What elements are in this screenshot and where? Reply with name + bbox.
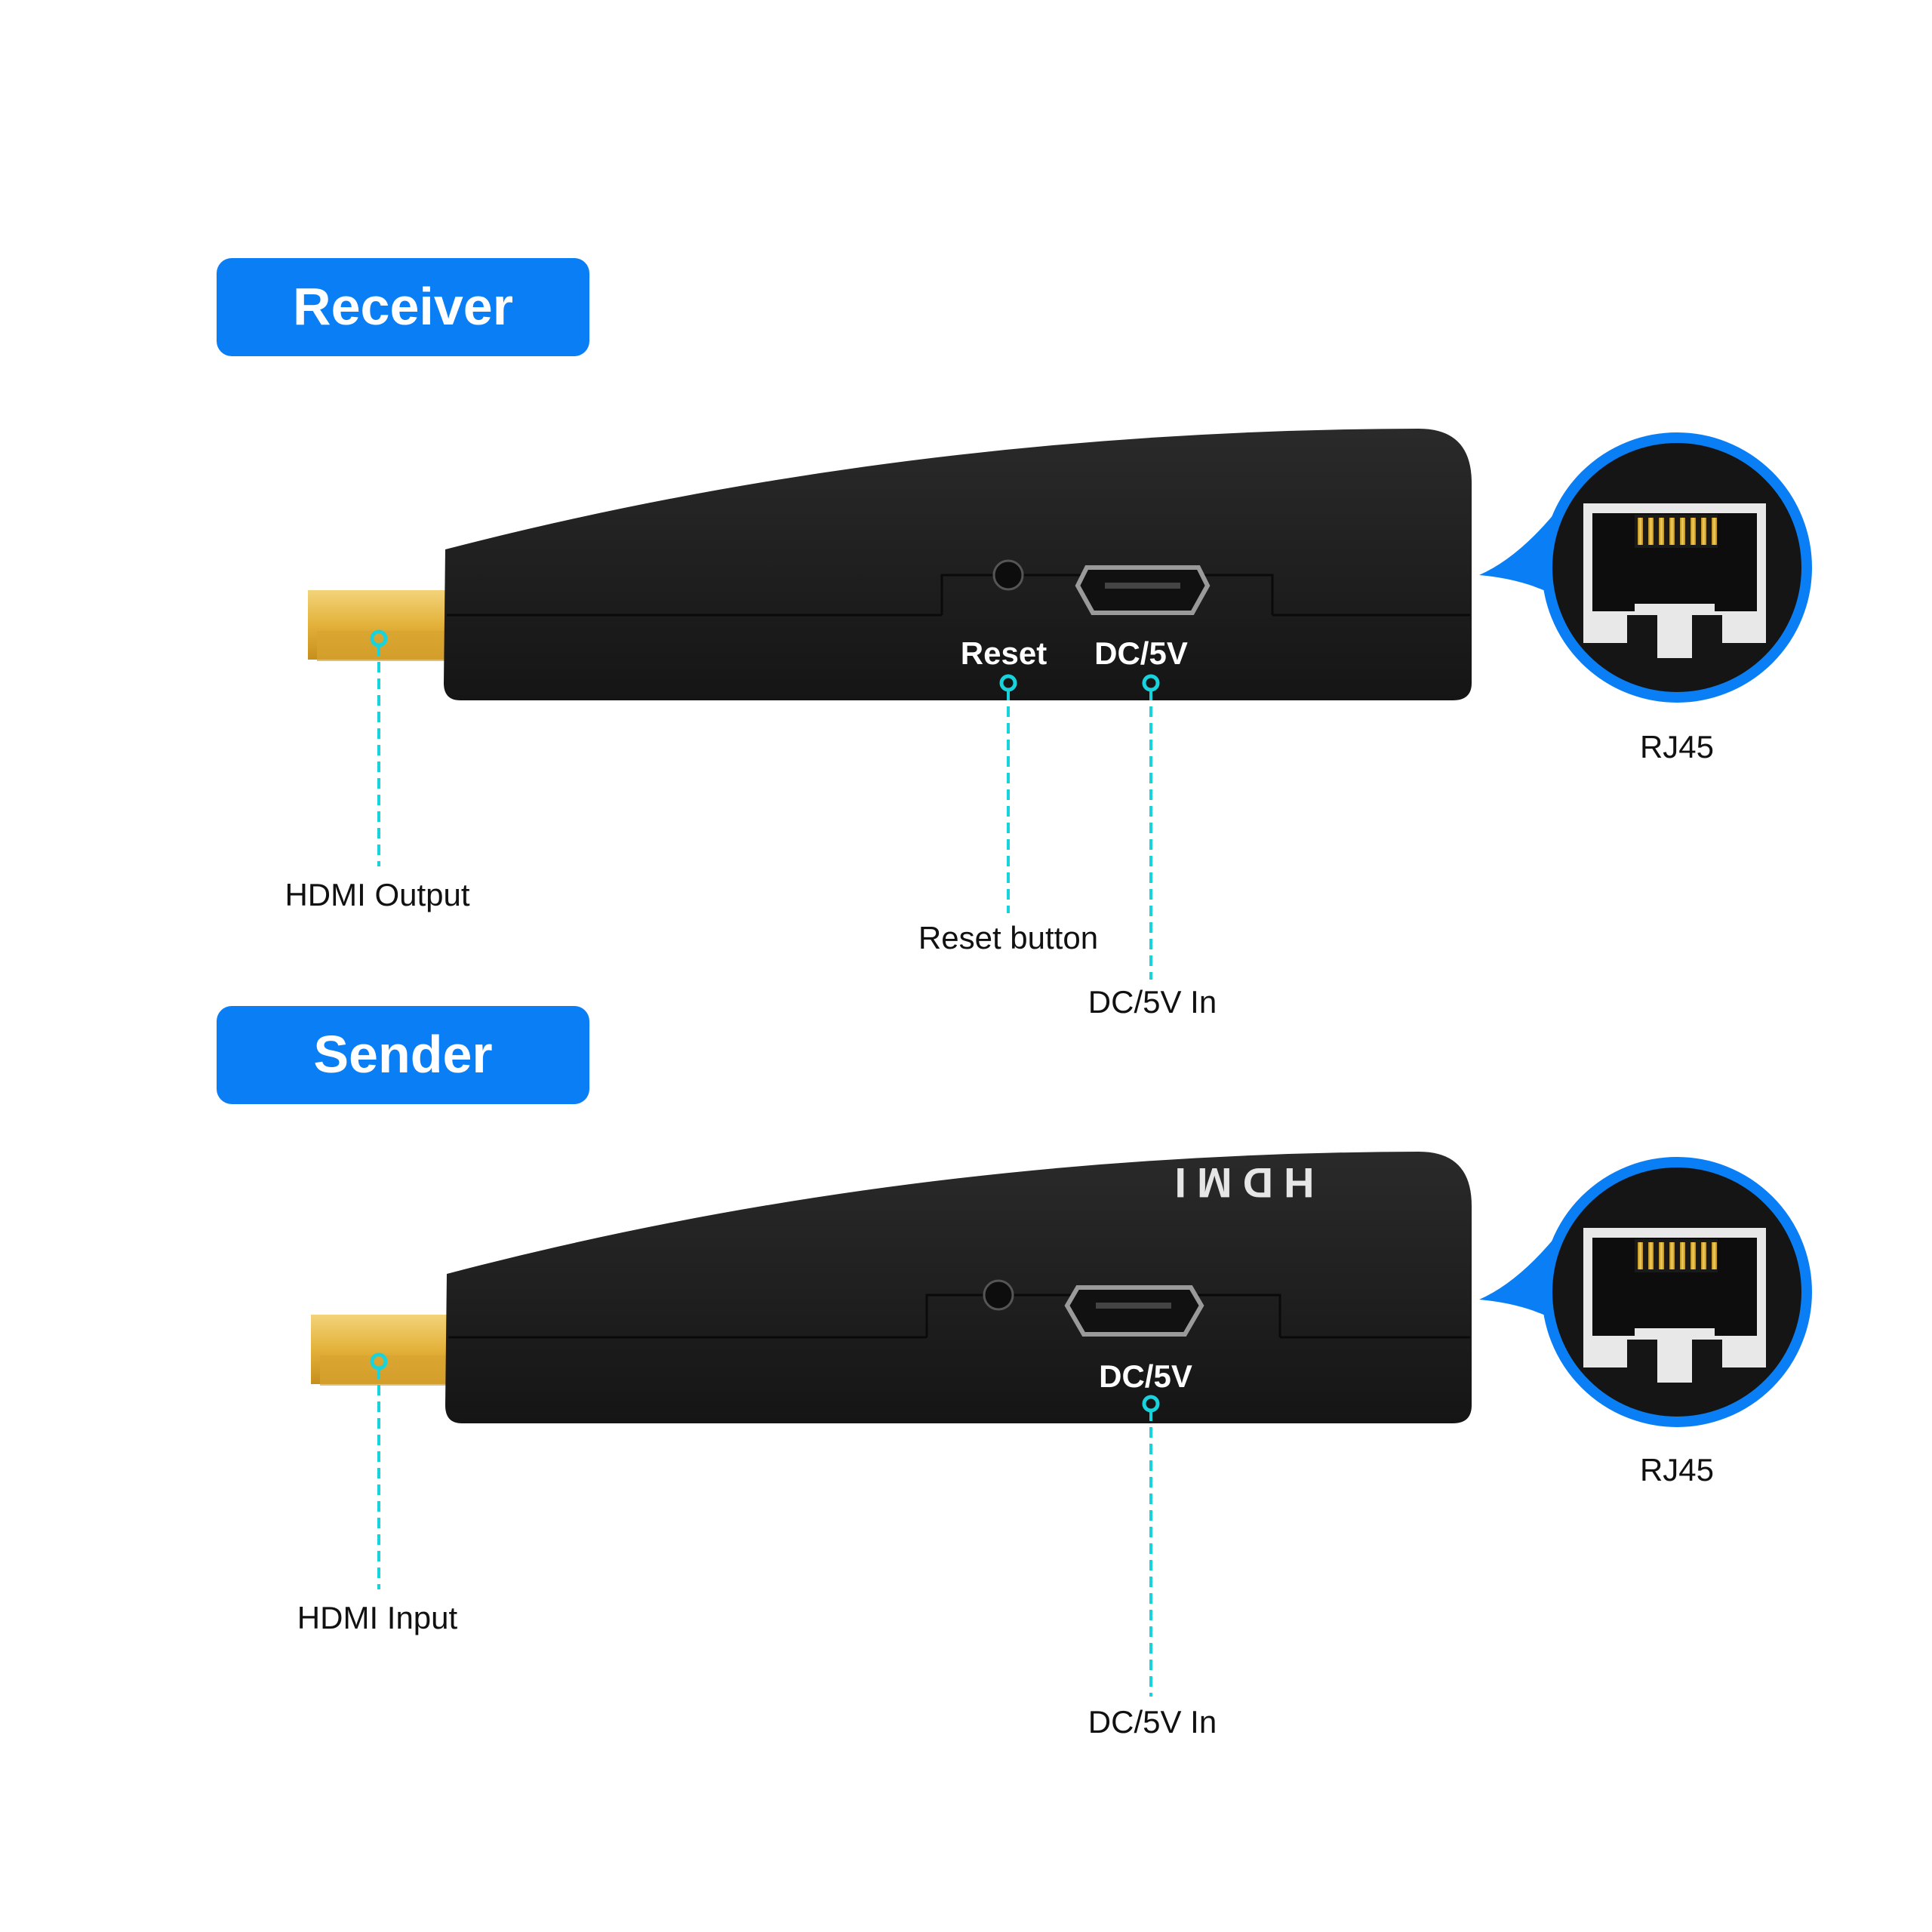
- rj45-jack-icon: [1583, 503, 1766, 658]
- receiver-title: Receiver: [293, 277, 513, 336]
- sender-title: Sender: [313, 1025, 492, 1084]
- receiver-reset-button-label: Reset button: [918, 920, 1098, 955]
- receiver-dc-in-label: DC/5V In: [1088, 984, 1217, 1020]
- receiver-hdmi-callout-line: [370, 629, 388, 866]
- micro-usb-port-icon: [1064, 1285, 1204, 1337]
- receiver-title-pill: [217, 258, 589, 356]
- reset-hole-icon: [992, 559, 1024, 591]
- hdmi-plug-icon: [308, 590, 445, 661]
- sender-dc-port-label: DC/5V: [1099, 1358, 1192, 1394]
- receiver-reset-callout-line: [999, 674, 1017, 913]
- sender-rj45-zoom: [1479, 1157, 1812, 1427]
- receiver-dc-callout-line: [1142, 674, 1160, 980]
- sender-dc-callout-line: [1142, 1395, 1160, 1697]
- sender-rj45-label: RJ45: [1640, 1452, 1714, 1487]
- sender-body: [445, 1152, 1472, 1423]
- micro-usb-port-icon: [1075, 565, 1211, 615]
- sender-hdmi-callout-line: [370, 1352, 388, 1589]
- receiver-body: [444, 429, 1472, 700]
- sender-hdmi-input-label: HDMI Input: [297, 1600, 458, 1635]
- receiver-rj45-label: RJ45: [1640, 729, 1714, 764]
- receiver-reset-port-label: Reset: [961, 635, 1047, 671]
- receiver-hdmi-output-label: HDMI Output: [285, 877, 469, 912]
- receiver-section: Receiver Reset DC/5V HDMI Output: [217, 258, 1812, 1020]
- receiver-dc-port-label: DC/5V: [1094, 635, 1188, 671]
- rj45-jack-icon: [1583, 1228, 1766, 1383]
- receiver-rj45-zoom: [1479, 432, 1812, 703]
- sender-title-pill: [217, 1006, 589, 1104]
- reset-hole-icon: [983, 1279, 1014, 1311]
- sender-section: Sender HDMI DC/5V HDMI Input DC/5V In: [217, 1006, 1812, 1740]
- sender-dc-in-label: DC/5V In: [1088, 1704, 1217, 1740]
- sender-hdmi-logo: HDMI: [1164, 1159, 1314, 1207]
